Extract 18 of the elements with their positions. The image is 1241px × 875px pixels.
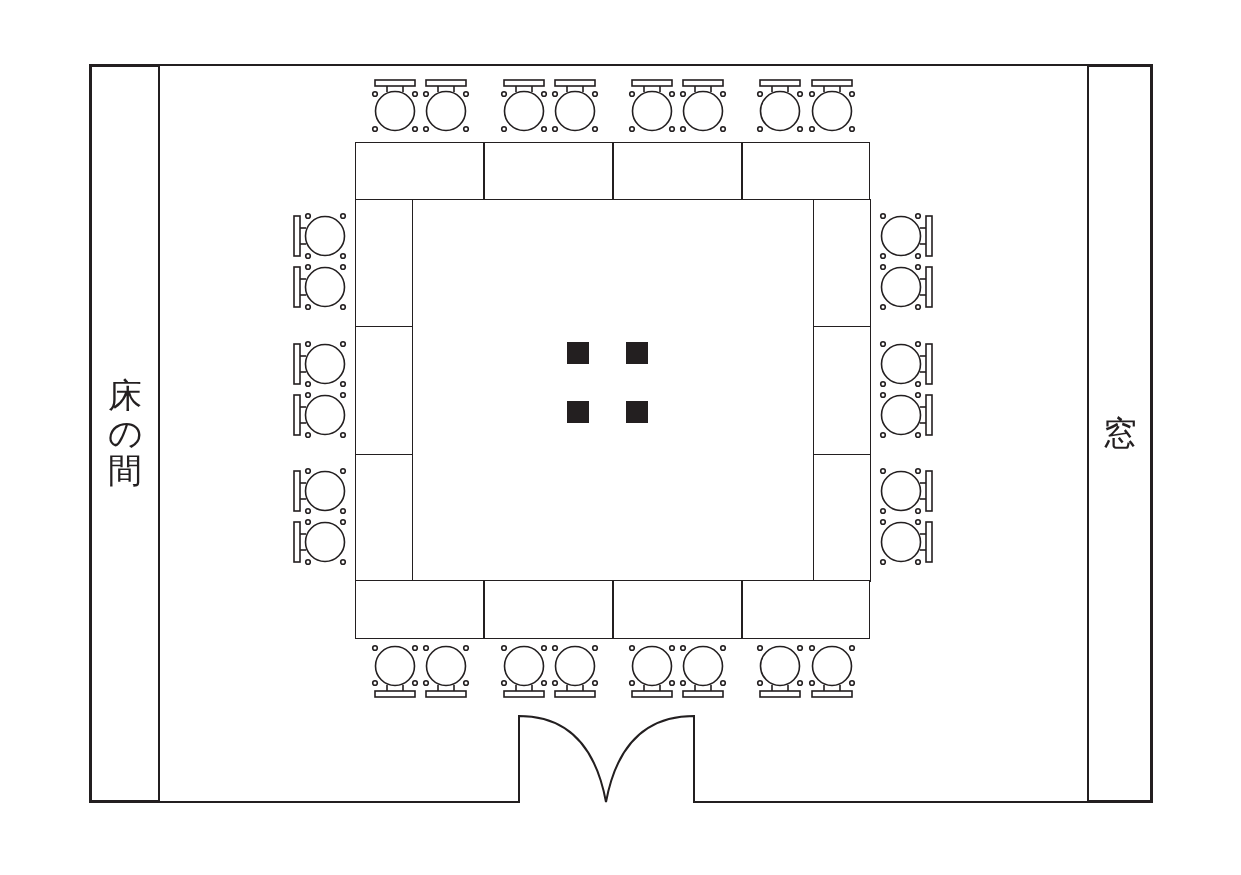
table <box>813 454 871 582</box>
room-label: 床の間 <box>108 377 142 490</box>
table <box>613 142 742 200</box>
table <box>813 199 871 327</box>
room-label: 窓 <box>1102 414 1137 453</box>
table <box>742 142 870 200</box>
table <box>613 580 742 639</box>
wall-band <box>90 65 160 802</box>
table <box>484 142 613 200</box>
table <box>484 580 613 639</box>
table <box>355 142 484 200</box>
table <box>813 326 871 455</box>
table <box>355 326 413 455</box>
wall-band <box>1087 65 1152 802</box>
table <box>355 199 413 327</box>
table <box>355 580 484 639</box>
table <box>355 454 413 582</box>
table <box>742 580 870 639</box>
